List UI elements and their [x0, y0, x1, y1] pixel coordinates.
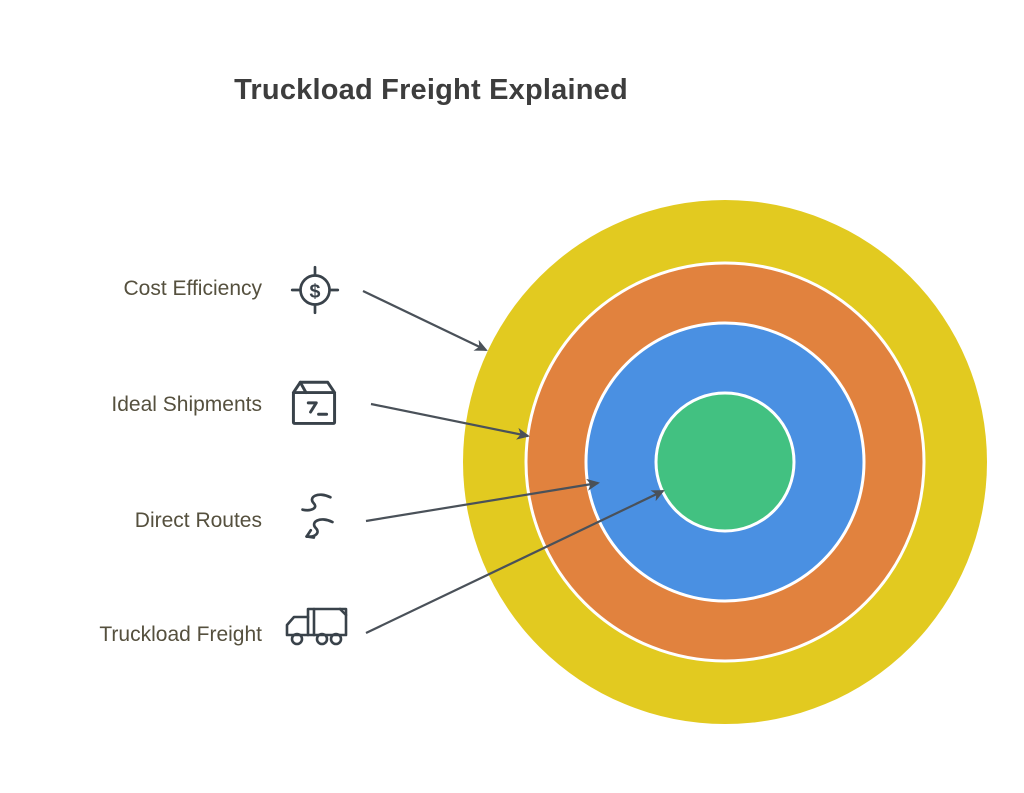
route-icon: [301, 493, 334, 539]
truck-icon: [285, 607, 348, 646]
ring-truckload-freight: [654, 391, 796, 533]
package-icon: [291, 380, 337, 425]
label-truckload-freight: Truckload Freight: [99, 623, 262, 646]
label-cost-efficiency: Cost Efficiency: [123, 277, 263, 300]
concentric-rings-diagram: [463, 200, 987, 724]
dollar-glyph: $: [310, 280, 321, 302]
label-ideal-shipments: Ideal Shipments: [111, 393, 262, 416]
page-title: Truckload Freight Explained: [234, 74, 628, 106]
label-direct-routes: Direct Routes: [134, 509, 262, 532]
target-dollar-icon: $: [290, 265, 340, 315]
